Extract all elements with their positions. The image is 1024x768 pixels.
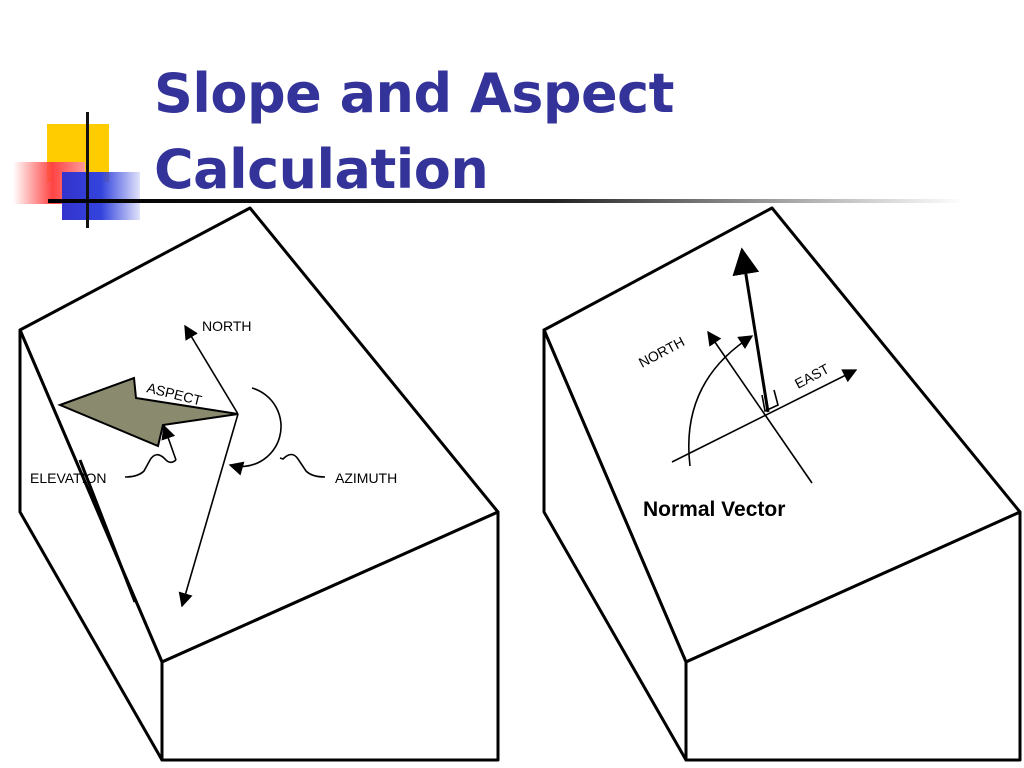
azimuth-arc — [228, 387, 282, 476]
elevation-leader — [124, 453, 177, 478]
right-block-front-face — [684, 510, 1022, 762]
normal-curve — [688, 335, 754, 467]
left-block-front-face — [160, 510, 500, 762]
azimuth-leader — [279, 453, 326, 478]
title-line-1: Slope and Aspect — [154, 62, 674, 125]
left-direction-lines — [124, 324, 326, 608]
downslope-arrow-line — [178, 413, 239, 608]
normal-vector-line — [732, 247, 770, 413]
elevation-arrow-line — [161, 424, 177, 461]
slide-title: Slope and Aspect Calculation — [154, 56, 914, 208]
left-north-label: NORTH — [202, 318, 252, 334]
decor-vertical-line — [86, 112, 89, 228]
right-terrain-block — [542, 206, 1022, 762]
left-block-slope-line — [78, 459, 137, 603]
north-arrow-line — [184, 324, 239, 415]
east-axis-line — [671, 369, 858, 463]
decor-blue-square — [62, 172, 140, 220]
title-underline — [48, 199, 964, 203]
azimuth-label: AZIMUTH — [335, 470, 397, 486]
normal-vector-label: Normal Vector — [643, 498, 785, 521]
right-vector-lines — [671, 247, 858, 484]
right-angle-mark — [761, 389, 779, 413]
left-terrain-block — [18, 206, 500, 762]
title-line-2: Calculation — [154, 138, 489, 201]
elevation-label: ELEVATION — [30, 470, 107, 486]
